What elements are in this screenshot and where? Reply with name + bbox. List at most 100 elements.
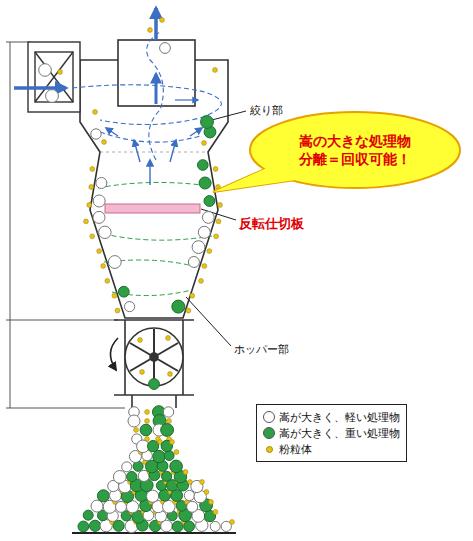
- heavy-particle: [199, 177, 211, 189]
- legend-swatch-cell: [263, 446, 279, 453]
- leader-lines: [186, 111, 246, 346]
- heavy-particle: [78, 521, 89, 532]
- heavy-particle: [161, 424, 174, 437]
- powder-particle: [167, 419, 172, 424]
- powder-particle: [209, 500, 214, 505]
- heavy-particle: [184, 521, 195, 532]
- legend-text: 粉粒体: [279, 442, 312, 457]
- light-particle: [188, 257, 199, 268]
- light-particle: [160, 43, 171, 54]
- powder-particle: [204, 490, 209, 495]
- powder-particle: [183, 470, 188, 475]
- powder-particle: [166, 336, 171, 341]
- heavy-particle: [201, 116, 214, 129]
- powder-particle: [213, 510, 218, 515]
- part-label: ホッパー部: [234, 342, 289, 357]
- callout-text: 嵩の大きな処理物 分離＝回収可能！: [295, 132, 415, 168]
- legend-swatch: [263, 411, 275, 423]
- constriction-line: [100, 152, 208, 153]
- legend-row: 嵩が大きく、重い処理物: [263, 425, 400, 441]
- heavy-particle: [162, 471, 172, 481]
- light-particle: [108, 256, 121, 269]
- heavy-particle: [127, 472, 137, 482]
- light-particle: [125, 302, 135, 312]
- powder-particle: [90, 234, 95, 239]
- powder-particle: [160, 18, 165, 23]
- part-label: 反転仕切板: [239, 215, 304, 233]
- callout-shape: [248, 110, 462, 190]
- powder-particle: [138, 338, 143, 343]
- light-particle: [91, 129, 101, 139]
- powder-particle: [115, 308, 120, 313]
- powder-particle: [145, 419, 150, 424]
- powder-particle: [58, 70, 63, 75]
- light-particle: [147, 490, 159, 502]
- light-particle: [46, 90, 59, 103]
- legend-row: 嵩が大きく、軽い処理物: [263, 409, 400, 425]
- legend-swatch-cell: [263, 411, 279, 423]
- powder-particle: [170, 440, 175, 445]
- heavy-particle: [148, 441, 159, 452]
- powder-particle: [105, 279, 110, 284]
- air-flow-arrows: [14, 8, 202, 185]
- heavy-particle: [97, 490, 109, 502]
- light-particle: [93, 211, 105, 223]
- light-particle: [96, 178, 107, 189]
- heavy-particle: [149, 379, 160, 390]
- partition-plate: [105, 204, 200, 213]
- inlet-duct: [28, 42, 80, 112]
- powder-particle: [134, 428, 139, 433]
- powder-particle: [218, 203, 223, 208]
- heavy-particle: [113, 520, 124, 531]
- heavy-particle: [140, 424, 152, 436]
- powder-particle: [168, 372, 173, 377]
- legend-swatch-cell: [263, 427, 279, 439]
- heavy-particle: [118, 286, 129, 297]
- heavy-particle: [153, 450, 165, 462]
- powder-particle: [216, 219, 221, 224]
- powder-particle: [102, 140, 107, 145]
- light-particle: [198, 226, 210, 238]
- light-particle: [93, 195, 105, 207]
- powder-particle: [84, 219, 89, 224]
- powder-particle: [90, 167, 95, 172]
- powder-particle: [140, 370, 145, 375]
- powder-particle: [202, 264, 207, 269]
- heavy-particle: [170, 460, 183, 473]
- heavy-particle: [172, 521, 183, 532]
- ground-line: [72, 532, 236, 534]
- swirl-lines: [72, 32, 221, 160]
- powder-particle: [230, 520, 235, 525]
- heavy-particle: [83, 510, 93, 520]
- callout-bubble: 嵩の大きな処理物 分離＝回収可能！: [248, 110, 462, 190]
- outlet-pipe: [118, 40, 195, 106]
- particles: [39, 18, 235, 533]
- light-particle: [184, 490, 194, 500]
- powder-particle: [213, 167, 218, 172]
- powder-particle: [148, 28, 153, 33]
- light-particle: [192, 241, 205, 254]
- powder-particle: [186, 308, 191, 313]
- powder-particle: [101, 264, 106, 269]
- powder-particle: [199, 279, 204, 284]
- light-particle: [39, 64, 52, 77]
- heavy-particle: [90, 520, 101, 531]
- legend-swatch: [266, 446, 273, 453]
- powder-particle: [89, 185, 94, 190]
- light-particle: [122, 462, 132, 472]
- powder-particle: [174, 450, 179, 455]
- legend-row: 粉粒体: [263, 441, 400, 457]
- rotary-valve: [110, 320, 194, 408]
- legend-swatch: [263, 427, 275, 439]
- powder-particle: [213, 68, 218, 73]
- light-particle: [128, 415, 140, 427]
- heavy-particle: [172, 300, 185, 313]
- part-label: 絞り部: [250, 103, 283, 118]
- powder-particle: [112, 293, 117, 298]
- light-particle: [202, 212, 214, 224]
- powder-particle: [214, 234, 219, 239]
- powder-particle: [202, 141, 207, 146]
- powder-particle: [190, 293, 195, 298]
- powder-particle: [200, 480, 205, 485]
